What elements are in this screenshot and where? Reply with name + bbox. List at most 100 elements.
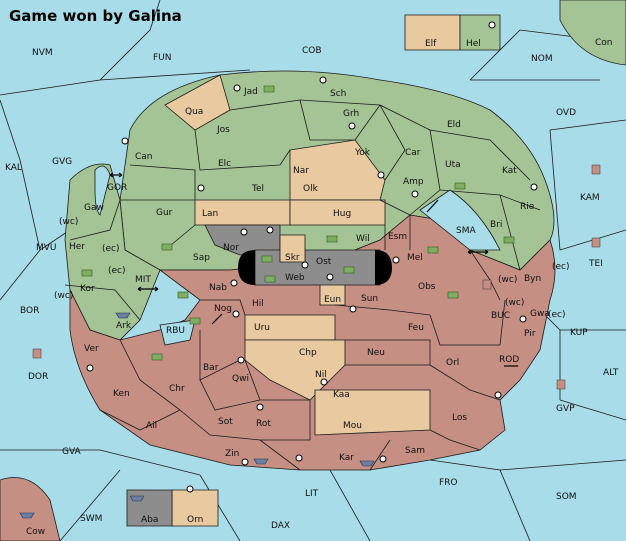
- region-ost: Ost: [316, 257, 332, 267]
- region-skr: Skr: [285, 253, 300, 263]
- region-lit: LIT: [305, 489, 319, 499]
- region-hil: Hil: [252, 299, 264, 309]
- region-fro: FRO: [439, 478, 458, 488]
- region-wil: Wil: [356, 234, 370, 244]
- region-gaw: Gaw: [84, 203, 104, 213]
- land-labels: Jad Sch Qua Jos Grh Eld Can Yok Car Uta …: [69, 87, 550, 463]
- region-jad: Jad: [243, 87, 258, 97]
- region-qwi: Qwi: [232, 374, 249, 384]
- region-kaa: Kaa: [333, 390, 350, 400]
- region-kup: KUP: [570, 328, 588, 338]
- region-feu: Feu: [408, 323, 424, 333]
- region-sap: Sap: [193, 253, 210, 263]
- region-amp: Amp: [403, 177, 424, 187]
- marker-wc-byn: (wc): [498, 275, 517, 285]
- region-chr: Chr: [169, 384, 185, 394]
- region-eld: Eld: [447, 120, 461, 130]
- region-rod: ROD: [499, 355, 519, 365]
- region-kar: Kar: [339, 453, 354, 463]
- region-bar: Bar: [203, 363, 219, 373]
- region-dor: DOR: [28, 372, 48, 382]
- region-mit: MIT: [135, 275, 151, 285]
- region-gwa: Gwa: [530, 309, 550, 319]
- region-buc: BUC: [491, 311, 510, 321]
- region-nvm: NVM: [32, 48, 53, 58]
- region-eun: Eun: [324, 295, 341, 305]
- region-can: Can: [135, 152, 153, 162]
- region-cob: COB: [302, 46, 322, 56]
- region-tel: Tel: [251, 184, 264, 194]
- region-hug: Hug: [333, 209, 351, 219]
- supply-centers: [86, 21, 538, 493]
- region-grh: Grh: [343, 109, 359, 119]
- region-bor: BOR: [20, 306, 39, 316]
- marker-ec-kor: (ec): [108, 266, 126, 276]
- region-mvu: MVU: [36, 243, 57, 253]
- region-nog: Nog: [214, 304, 232, 314]
- coast-markers: (wc) (ec) (ec) (wc) (wc) (ec) (wc) (ec): [54, 217, 570, 320]
- region-gor: GOR: [107, 183, 127, 193]
- region-swm: SWM: [80, 514, 102, 524]
- legend-aba: Aba: [141, 515, 158, 525]
- region-kam: KAM: [580, 193, 600, 203]
- region-uru: Uru: [254, 323, 270, 333]
- region-obs: Obs: [418, 282, 436, 292]
- marker-wc-gwa: (wc): [505, 298, 524, 308]
- region-ail: Ail: [146, 421, 157, 431]
- region-kal: KAL: [5, 163, 22, 173]
- region-alt: ALT: [603, 368, 619, 378]
- region-her: Her: [69, 242, 85, 252]
- region-elc: Elc: [218, 159, 231, 169]
- region-rot: Rot: [256, 419, 271, 429]
- region-rie: Rie: [520, 202, 535, 212]
- region-sot: Sot: [218, 417, 233, 427]
- region-neu: Neu: [367, 348, 385, 358]
- region-byn: Byn: [524, 274, 541, 284]
- region-zin: Zin: [225, 449, 239, 459]
- strait-arrows: [109, 172, 518, 367]
- marker-wc-her: (wc): [59, 217, 78, 227]
- region-los: Los: [452, 413, 467, 423]
- region-ver: Ver: [84, 344, 99, 354]
- marker-wc-kor: (wc): [54, 291, 73, 301]
- region-tei: TEI: [588, 259, 603, 269]
- region-mou: Mou: [343, 421, 362, 431]
- legend-orn: Orn: [187, 515, 203, 525]
- region-gvg: GVG: [52, 157, 72, 167]
- sea-labels: NVM FUN COB NOM Con OVD KAL GVG KAM TEI …: [5, 38, 619, 537]
- region-dax: DAX: [271, 521, 290, 531]
- region-orl: Orl: [446, 358, 459, 368]
- region-lan: Lan: [202, 209, 218, 219]
- region-con: Con: [595, 38, 613, 48]
- marker-ec-gwa: (ec): [548, 310, 566, 320]
- legend-hel: Hel: [466, 39, 481, 49]
- region-chp: Chp: [299, 348, 317, 358]
- region-cow: Cow: [26, 527, 45, 537]
- region-yok: Yok: [354, 148, 371, 158]
- region-som: SOM: [556, 492, 577, 502]
- region-esm: Esm: [388, 232, 407, 242]
- region-gur: Gur: [156, 208, 173, 218]
- region-nom: NOM: [531, 54, 553, 64]
- region-kat: Kat: [502, 166, 517, 176]
- region-pir: Pir: [524, 329, 536, 339]
- region-mel: Mel: [407, 253, 423, 263]
- region-nor: Nor: [223, 243, 239, 253]
- region-jos: Jos: [216, 125, 230, 135]
- marker-ec-her: (ec): [102, 244, 120, 254]
- legend-elf: Elf: [425, 39, 437, 49]
- region-sch: Sch: [330, 89, 346, 99]
- units: [19, 85, 601, 519]
- game-title: Game won by Galina: [9, 7, 182, 25]
- region-sam: Sam: [405, 446, 425, 456]
- region-ken: Ken: [113, 389, 130, 399]
- region-web: Web: [285, 273, 305, 283]
- region-car: Car: [405, 148, 421, 158]
- region-uta: Uta: [445, 160, 461, 170]
- region-nar: Nar: [293, 166, 309, 176]
- region-nil: Nil: [315, 370, 327, 380]
- region-rbu: RBU: [166, 326, 185, 336]
- marker-ec-byn: (ec): [552, 262, 570, 272]
- region-ovd: OVD: [556, 108, 576, 118]
